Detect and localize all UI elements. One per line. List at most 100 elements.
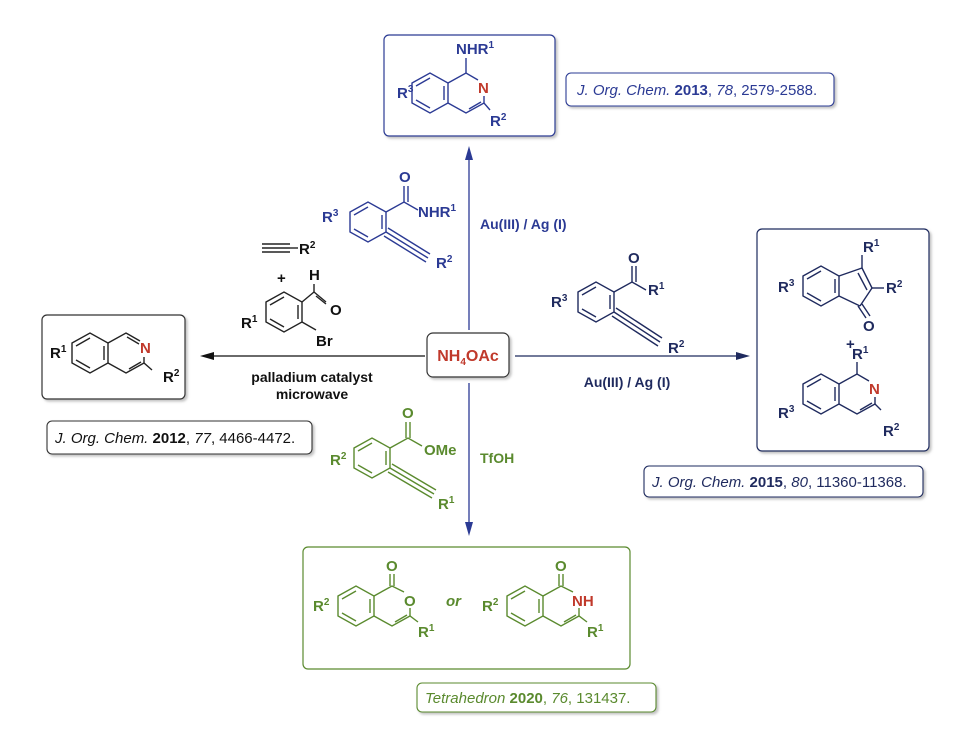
svg-text:Tetrahedron 2020, 76, 131437.: Tetrahedron 2020, 76, 131437. xyxy=(425,690,630,707)
left-condition-line1: palladium catalyst xyxy=(251,369,373,385)
top-substrate-o: O xyxy=(399,169,411,186)
svg-text:R1: R1 xyxy=(648,281,665,299)
right-substrate-r1-sup: 1 xyxy=(659,281,665,292)
bottom-product1-o-top: O xyxy=(386,558,398,575)
top-product-n: N xyxy=(478,80,489,97)
reagent-tail: OAc xyxy=(466,348,499,365)
right-product2-n: N xyxy=(869,381,880,398)
right-product1-r1-sup: 1 xyxy=(874,238,880,249)
left-product-r2: R xyxy=(163,369,174,386)
svg-text:R3: R3 xyxy=(778,278,795,296)
right-ref-year: 2015 xyxy=(750,474,783,491)
bottom-substrate-ome: OMe xyxy=(424,442,457,459)
left-aldehyde-o: O xyxy=(330,302,342,319)
bottom-substrate-o: O xyxy=(402,405,414,422)
right-product1-r1: R xyxy=(863,239,874,256)
top-product-nhr: NHR xyxy=(456,41,489,58)
top-product-nhr-sup: 1 xyxy=(489,40,495,51)
left-aldehyde: H O R1 Br xyxy=(241,267,342,350)
left-aldehyde-r1-sup: 1 xyxy=(252,314,258,325)
svg-text:NH4OAc: NH4OAc xyxy=(437,348,499,368)
bottom-or: or xyxy=(446,593,462,610)
right-product-box: R1 R3 R2 O + N R1 R3 R2 xyxy=(756,228,930,452)
right-product2-r1: R xyxy=(852,346,863,363)
svg-text:J. Org. Chem. 2015, 80, 11360-: J. Org. Chem. 2015, 80, 11360-11368. xyxy=(651,474,907,491)
bottom-product2-r2: R xyxy=(482,598,493,615)
bottom-ref-volume: 76 xyxy=(551,690,568,707)
bottom-product2-o-top: O xyxy=(555,558,567,575)
reagent-sub: 4 xyxy=(460,357,466,368)
bottom-product1-r1: R xyxy=(418,624,429,641)
svg-text:R2: R2 xyxy=(163,368,180,386)
svg-text:R2: R2 xyxy=(490,112,507,130)
svg-text:NHR1: NHR1 xyxy=(418,203,457,221)
top-product-r2-sup: 2 xyxy=(501,112,507,123)
right-substrate-r3-sup: 3 xyxy=(562,293,568,304)
svg-text:NHR1: NHR1 xyxy=(456,40,495,58)
left-plus: + xyxy=(277,270,286,287)
left-condition-line2: microwave xyxy=(276,386,349,402)
bottom-product2-r1-sup: 1 xyxy=(598,623,604,634)
left-ref-volume: 77 xyxy=(194,430,211,447)
top-substrate: O NHR1 R3 R2 xyxy=(322,169,457,272)
bottom-product1-r2: R xyxy=(313,598,324,615)
top-product-r3: R xyxy=(397,85,408,102)
svg-text:R1: R1 xyxy=(587,623,604,641)
bottom-condition: TfOH xyxy=(480,450,514,466)
top-ref-year: 2013 xyxy=(675,82,708,99)
arrow-right xyxy=(515,352,750,360)
reagent-main: NH xyxy=(437,348,460,365)
right-product1-r2: R xyxy=(886,280,897,297)
right-product2-r1-sup: 1 xyxy=(863,345,869,356)
arrow-up xyxy=(465,146,473,330)
bottom-product2-nh: NH xyxy=(572,593,594,610)
svg-text:R2: R2 xyxy=(299,240,316,258)
bottom-substrate: O OMe R2 R1 xyxy=(330,405,457,513)
bottom-substrate-r1: R xyxy=(438,496,449,513)
top-ref-journal: J. Org. Chem. xyxy=(576,82,670,99)
left-ref-year: 2012 xyxy=(153,430,186,447)
right-product1-r3: R xyxy=(778,279,789,296)
top-product-r2: R xyxy=(490,113,501,130)
right-plus: + xyxy=(846,336,855,353)
left-product-r1: R xyxy=(50,345,61,362)
right-substrate-r2: R xyxy=(668,340,679,357)
bottom-product1-r2-sup: 2 xyxy=(324,597,330,608)
svg-text:R1: R1 xyxy=(418,623,435,641)
svg-text:R2: R2 xyxy=(668,339,685,357)
top-substrate-r3-sup: 3 xyxy=(333,208,339,219)
top-ref-volume: 78 xyxy=(716,82,733,99)
right-product2-r2-sup: 2 xyxy=(894,422,900,433)
left-ref-pages: , 4466-4472. xyxy=(211,430,295,447)
right-product1-r3-sup: 3 xyxy=(789,278,795,289)
bottom-substrate-r1-sup: 1 xyxy=(449,495,455,506)
center-reagent-box: NH4OAc xyxy=(426,332,510,378)
bottom-product1-r1-sup: 1 xyxy=(429,623,435,634)
svg-text:J. Org. Chem. 2013, 78, 2579-2: J. Org. Chem. 2013, 78, 2579-2588. xyxy=(576,82,817,99)
top-substrate-nhr: NHR xyxy=(418,204,451,221)
top-condition: Au(III) / Ag (I) xyxy=(480,216,567,232)
bottom-product2-r2-sup: 2 xyxy=(493,597,499,608)
top-substrate-r2-sup: 2 xyxy=(447,254,453,265)
svg-text:J. Org. Chem. 2012, 77, 4466-4: J. Org. Chem. 2012, 77, 4466-4472. xyxy=(54,430,295,447)
left-ref-journal: J. Org. Chem. xyxy=(54,430,148,447)
svg-text:R1: R1 xyxy=(50,344,67,362)
left-product-n: N xyxy=(140,340,151,357)
left-alkyne-r2: R xyxy=(299,241,310,258)
top-substrate-nhr-sup: 1 xyxy=(451,203,457,214)
svg-text:R1: R1 xyxy=(852,345,869,363)
svg-text:R2: R2 xyxy=(436,254,453,272)
arrow-down xyxy=(465,383,473,536)
bottom-reference-box: Tetrahedron 2020, 76, 131437. xyxy=(416,682,657,713)
svg-text:R1: R1 xyxy=(438,495,455,513)
top-product-r3-sup: 3 xyxy=(408,84,414,95)
svg-text:R3: R3 xyxy=(322,208,339,226)
left-reference-box: J. Org. Chem. 2012, 77, 4466-4472. xyxy=(46,420,313,455)
svg-text:R3: R3 xyxy=(551,293,568,311)
top-reference-box: J. Org. Chem. 2013, 78, 2579-2588. xyxy=(565,72,835,107)
left-aldehyde-h: H xyxy=(309,267,320,284)
left-aldehyde-r1: R xyxy=(241,315,252,332)
right-product2-r2: R xyxy=(883,423,894,440)
right-substrate-r1: R xyxy=(648,282,659,299)
